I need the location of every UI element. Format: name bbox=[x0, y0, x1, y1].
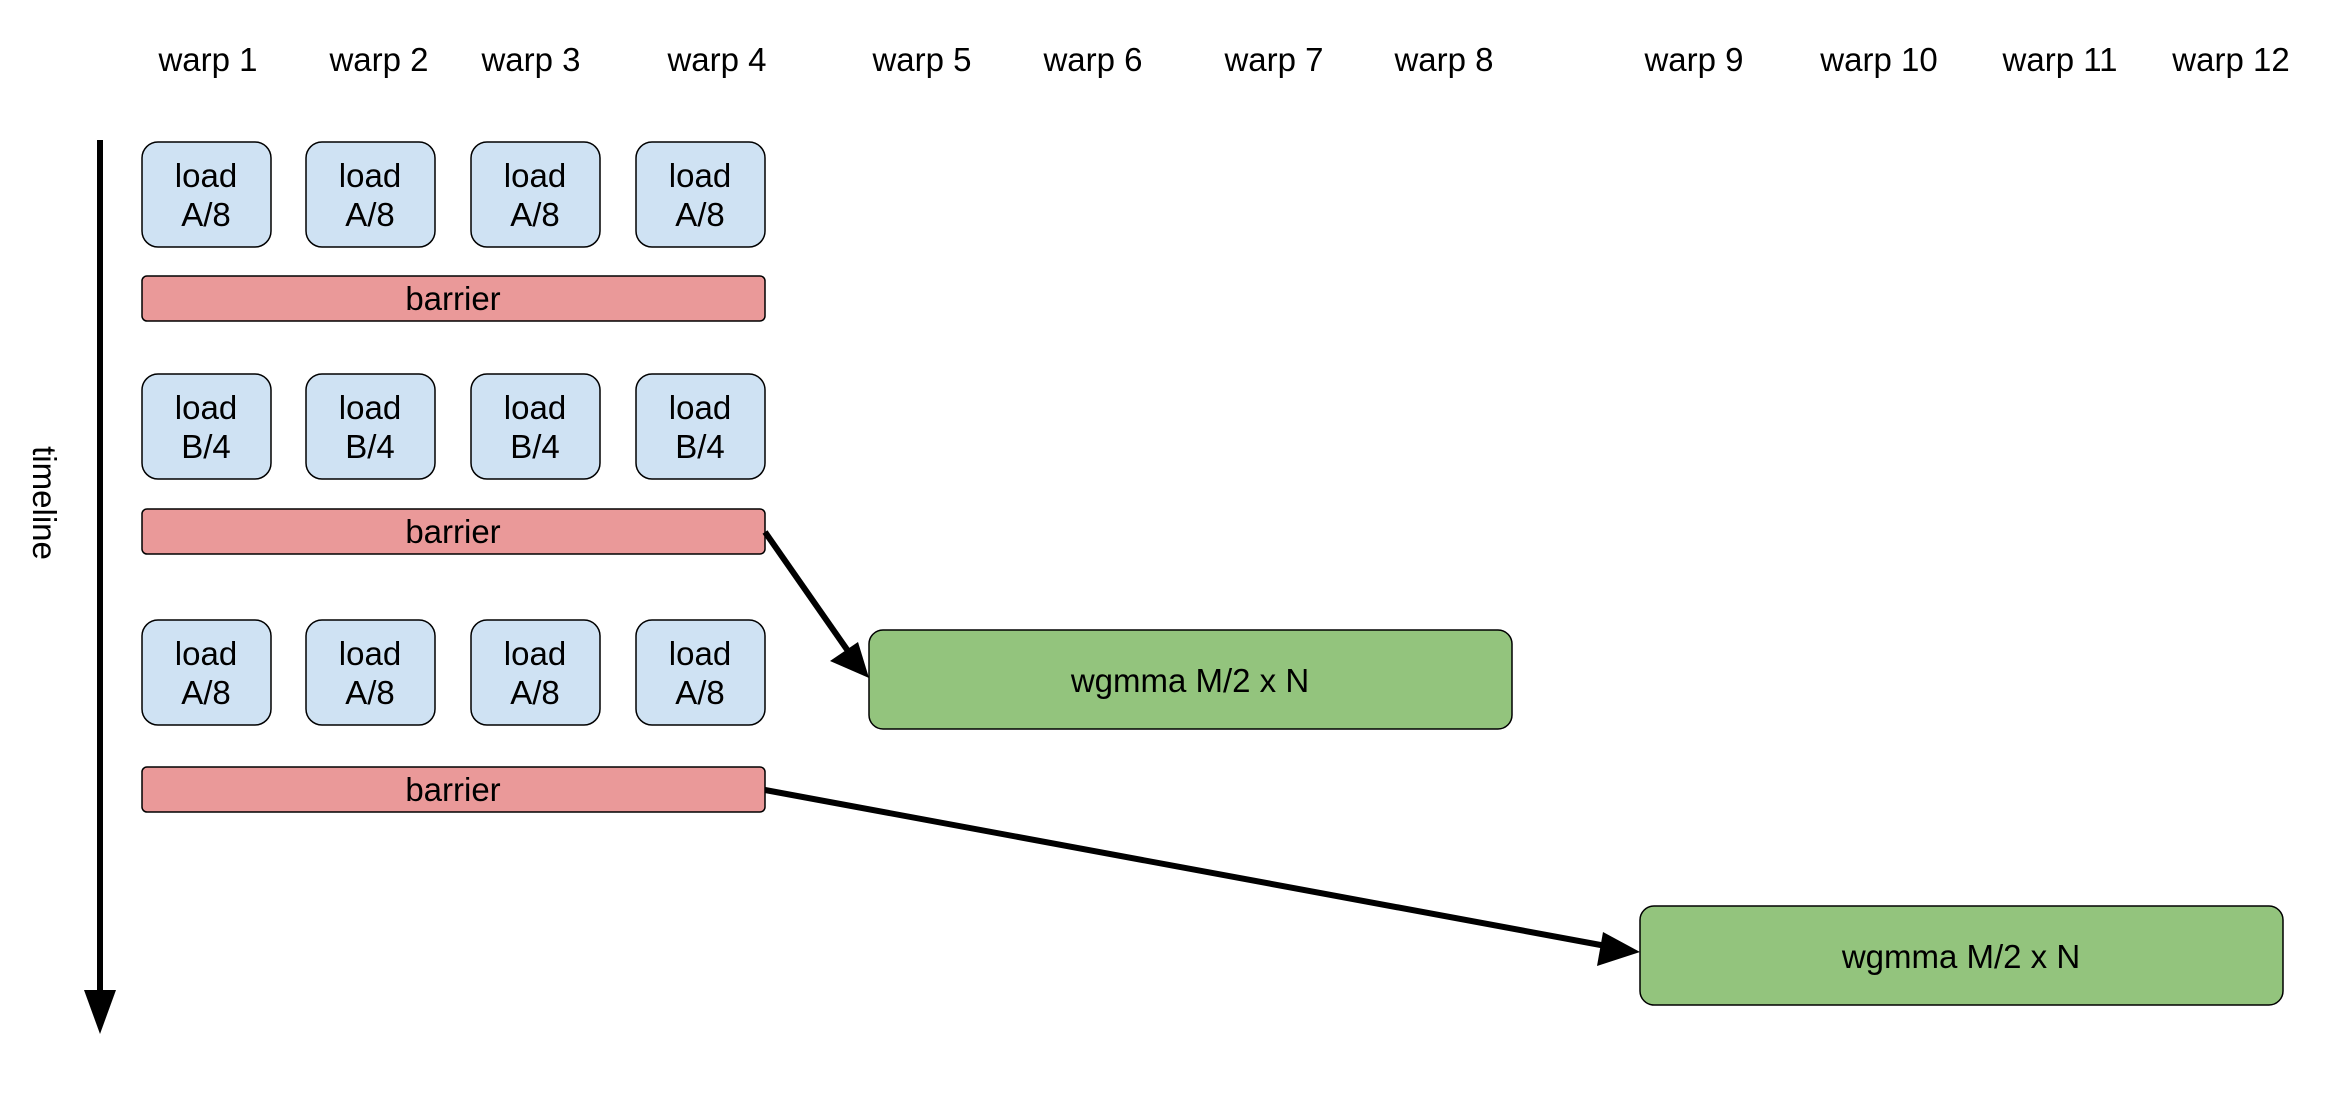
wgmma-box: wgmma M/2 x N bbox=[868, 629, 1513, 730]
warp-label: warp 11 bbox=[2002, 41, 2118, 78]
load-box: load B/4 bbox=[470, 373, 601, 480]
load-box-line1: load bbox=[669, 389, 731, 426]
warp-label: warp 8 bbox=[1393, 41, 1493, 78]
barrier-label: barrier bbox=[405, 513, 500, 550]
load-box-line2: B/4 bbox=[345, 428, 395, 465]
warp-label: warp 6 bbox=[1042, 41, 1142, 78]
load-box: load A/8 bbox=[635, 141, 766, 248]
load-box-line1: load bbox=[669, 157, 731, 194]
load-box-line2: A/8 bbox=[510, 674, 560, 711]
load-box-line1: load bbox=[339, 157, 401, 194]
timeline-arrowhead bbox=[84, 990, 116, 1034]
load-box-line1: load bbox=[504, 635, 566, 672]
load-box-line1: load bbox=[339, 389, 401, 426]
wgmma-label: wgmma M/2 x N bbox=[1070, 662, 1309, 699]
stage-1: load A/8 load A/8 load A/8 load A/8 barr… bbox=[141, 141, 766, 322]
wgmma-box: wgmma M/2 x N bbox=[1639, 905, 2284, 1006]
load-box-line1: load bbox=[504, 389, 566, 426]
load-box-line1: load bbox=[175, 157, 237, 194]
load-box-line2: A/8 bbox=[675, 674, 725, 711]
wgmma-label: wgmma M/2 x N bbox=[1841, 938, 2080, 975]
warp-header: warp 1 warp 2 warp 3 warp 4 warp 5 warp … bbox=[157, 41, 2289, 78]
load-box: load A/8 bbox=[470, 619, 601, 726]
load-box-line1: load bbox=[504, 157, 566, 194]
dependency-arrow bbox=[762, 530, 869, 678]
load-box-line2: A/8 bbox=[675, 196, 725, 233]
load-box-line2: A/8 bbox=[181, 196, 231, 233]
barrier-bar: barrier bbox=[141, 766, 766, 813]
load-box-line2: B/4 bbox=[181, 428, 231, 465]
load-box: load B/4 bbox=[305, 373, 436, 480]
barrier-label: barrier bbox=[405, 280, 500, 317]
warp-label: warp 3 bbox=[480, 41, 580, 78]
load-box: load A/8 bbox=[141, 619, 272, 726]
load-box: load B/4 bbox=[141, 373, 272, 480]
load-box-line2: A/8 bbox=[181, 674, 231, 711]
warp-label: warp 4 bbox=[666, 41, 766, 78]
load-box: load B/4 bbox=[635, 373, 766, 480]
load-box-line2: A/8 bbox=[345, 674, 395, 711]
load-box-line2: B/4 bbox=[510, 428, 560, 465]
warp-label: warp 12 bbox=[2171, 41, 2289, 78]
warp-label: warp 5 bbox=[871, 41, 971, 78]
load-box: load A/8 bbox=[305, 141, 436, 248]
stage-2: load B/4 load B/4 load B/4 load B/4 barr… bbox=[141, 373, 766, 555]
dependency-arrow bbox=[764, 787, 1640, 966]
barrier-bar: barrier bbox=[141, 508, 766, 555]
load-box-line1: load bbox=[175, 389, 237, 426]
warp-label: warp 9 bbox=[1643, 41, 1743, 78]
warp-label: warp 2 bbox=[328, 41, 428, 78]
stage-3: load A/8 load A/8 load A/8 load A/8 barr… bbox=[141, 619, 766, 813]
load-box: load A/8 bbox=[141, 141, 272, 248]
warp-label: warp 1 bbox=[157, 41, 257, 78]
timeline-label: timeline bbox=[26, 446, 63, 560]
timeline-axis: timeline bbox=[26, 140, 116, 1034]
load-box: load A/8 bbox=[305, 619, 436, 726]
load-box-line1: load bbox=[339, 635, 401, 672]
barrier-label: barrier bbox=[405, 771, 500, 808]
warp-label: warp 7 bbox=[1223, 41, 1323, 78]
load-box: load A/8 bbox=[635, 619, 766, 726]
load-box-line2: A/8 bbox=[345, 196, 395, 233]
load-box: load A/8 bbox=[470, 141, 601, 248]
barrier-bar: barrier bbox=[141, 275, 766, 322]
load-box-line2: A/8 bbox=[510, 196, 560, 233]
load-box-line1: load bbox=[669, 635, 731, 672]
load-box-line1: load bbox=[175, 635, 237, 672]
warp-label: warp 10 bbox=[1819, 41, 1937, 78]
load-box-line2: B/4 bbox=[675, 428, 725, 465]
